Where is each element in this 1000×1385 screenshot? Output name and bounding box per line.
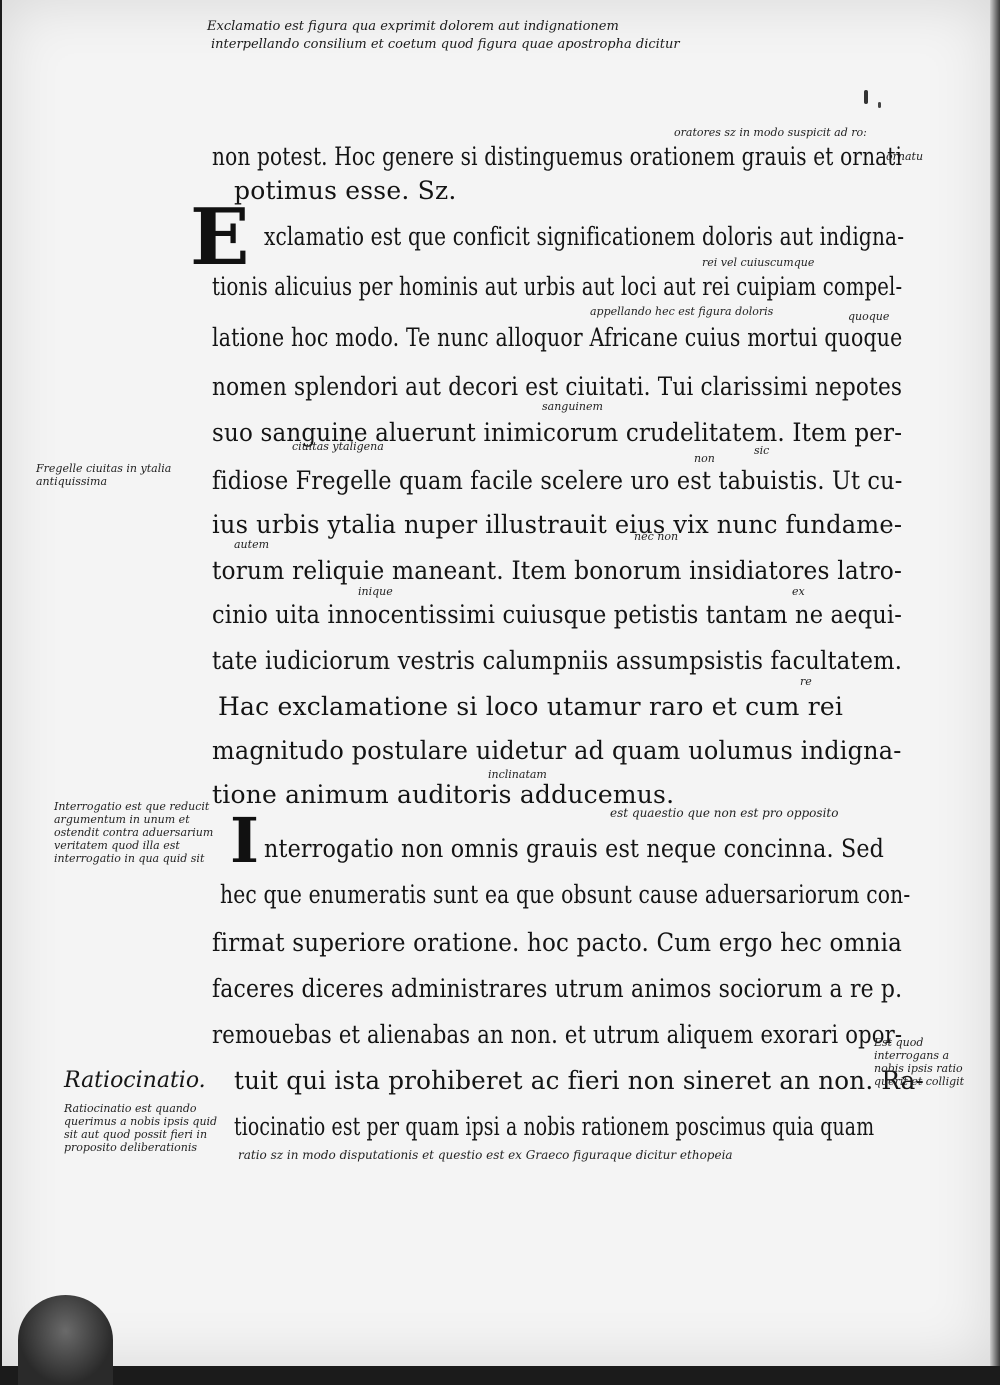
interlinear-gloss: re: [800, 675, 812, 688]
interlinear-gloss: quoque: [848, 310, 890, 323]
text-line: potimus esse. Sz.: [234, 176, 457, 205]
ink-mark: [878, 102, 881, 108]
decorated-initial-i: I: [230, 804, 260, 877]
text-line: tuit qui ista prohiberet ac fieri non si…: [234, 1066, 925, 1095]
interlinear-gloss: ornatu: [886, 150, 924, 163]
text-line: faceres diceres administrares utrum anim…: [212, 974, 903, 1003]
bottom-gloss-line: ratio sz in modo disputationis et questi…: [238, 1148, 733, 1162]
text-line: xclamatio est que conficit signification…: [264, 222, 905, 251]
text-line: nterrogatio non omnis grauis est neque c…: [264, 834, 885, 863]
interlinear-gloss: nec non: [634, 530, 679, 543]
interlinear-gloss: non: [694, 452, 715, 465]
interlinear-gloss: sanguinem: [542, 400, 603, 413]
text-line: tionis alicuius per hominis aut urbis au…: [212, 272, 903, 301]
interlinear-gloss: rei vel cuiuscumque: [702, 256, 815, 269]
interlinear-gloss: inique: [358, 585, 393, 598]
top-annotation: Exclamatio est figura qua exprimit dolor…: [207, 18, 897, 54]
text-line: torum reliquie maneant. Item bonorum ins…: [212, 556, 903, 585]
decorated-initial-e: E: [190, 192, 250, 283]
margin-note-ratiocinatio: Ratiocinatio est quando querimus a nobis…: [64, 1102, 218, 1154]
text-line: suo sanguine aluerunt inimicorum crudeli…: [212, 418, 903, 447]
text-line: firmat superiore oratione. hoc pacto. Cu…: [212, 928, 903, 957]
text-line: ius urbis ytalia nuper illustrauit eius …: [212, 510, 903, 539]
interlinear-gloss: ciuitas ytaligena: [292, 440, 384, 453]
interlinear-gloss: autem: [234, 538, 270, 551]
interlinear-gloss: inclinatam: [488, 768, 547, 781]
margin-note-interrogatio: Interrogatio est que reducit argumentum …: [54, 800, 214, 865]
text-line: magnitudo postulare uidetur ad quam uolu…: [212, 736, 902, 765]
margin-note-fregelle: Fregelle ciuitas in ytalia antiquissima: [36, 462, 172, 488]
interlinear-gloss: est quaestio que non est pro opposito: [610, 806, 839, 820]
margin-note-right: Est quod interrogans a nobis ipsis ratio…: [874, 1036, 965, 1088]
thumb-shadow: [18, 1295, 113, 1385]
manuscript-page: Exclamatio est figura qua exprimit dolor…: [2, 0, 992, 1366]
page-edge: [990, 0, 1000, 1366]
text-line: nomen splendori aut decori est ciuitati.…: [212, 372, 903, 401]
text-line: tione animum auditoris adducemus.: [212, 780, 675, 809]
text-line: latione hoc modo. Te nunc alloquor Afric…: [212, 323, 903, 352]
interlinear-gloss: ex: [792, 585, 805, 598]
text-line: cinio uita innocentissimi cuiusque petis…: [212, 600, 903, 629]
interlinear-gloss: appellando hec est figura doloris: [590, 305, 774, 318]
interlinear-gloss: oratores sz in modo suspicit ad ro:: [674, 126, 867, 139]
text-line: fidiose Fregelle quam facile scelere uro…: [212, 466, 903, 495]
text-line: non potest. Hoc genere si distinguemus o…: [212, 142, 903, 171]
text-line: tate iudiciorum vestris calumpniis assum…: [212, 646, 903, 675]
interlinear-gloss: sic: [754, 444, 770, 457]
text-line: remouebas et alienabas an non. et utrum …: [212, 1020, 903, 1049]
top-annotation-line-2: interpellando consilium et coetum quod f…: [211, 37, 680, 52]
margin-heading-ratiocinatio: Ratiocinatio.: [64, 1068, 206, 1093]
text-line: hec que enumeratis sunt ea que obsunt ca…: [220, 880, 911, 909]
text-line: tiocinatio est per quam ipsi a nobis rat…: [234, 1112, 875, 1141]
text-line: Hac exclamatione si loco utamur raro et …: [218, 692, 844, 721]
ink-mark: [864, 90, 868, 104]
top-annotation-line-1: Exclamatio est figura qua exprimit dolor…: [207, 19, 619, 34]
